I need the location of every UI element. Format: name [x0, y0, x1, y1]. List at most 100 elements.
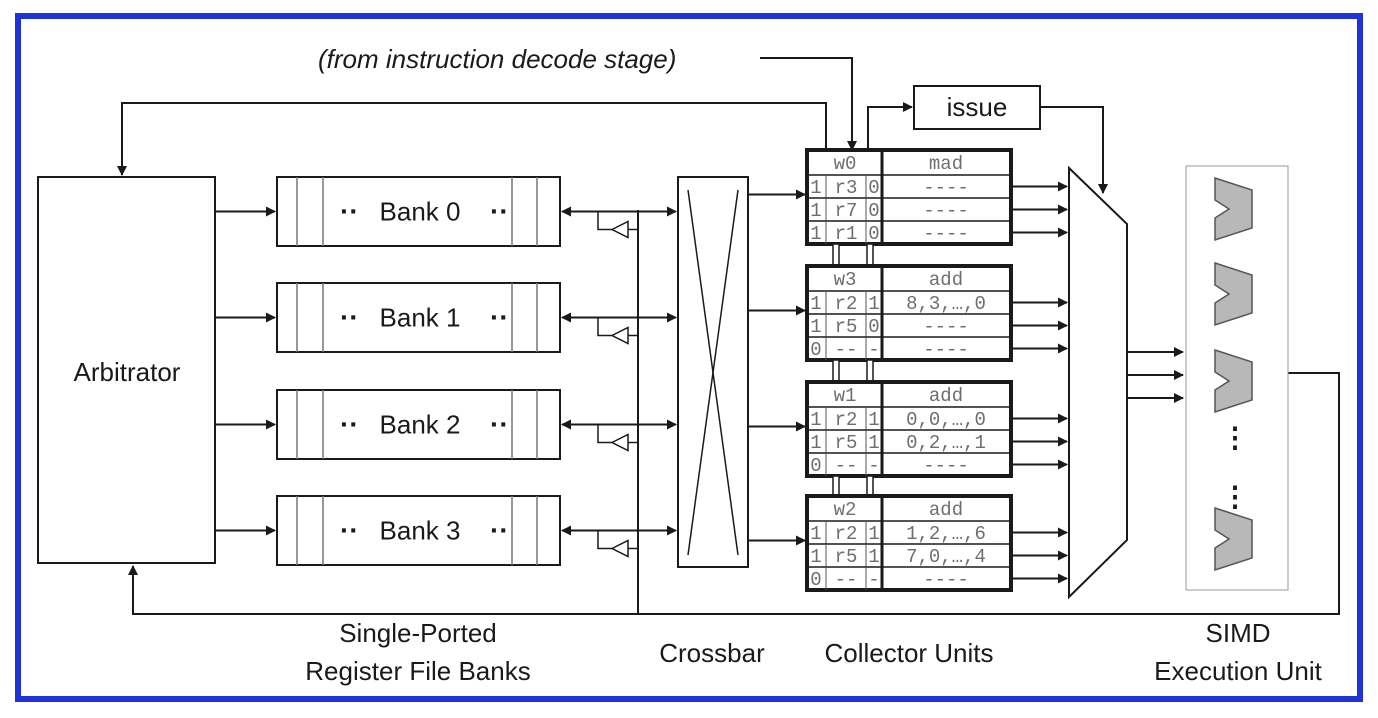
collector-unit-box	[805, 494, 1013, 592]
writeback-tap	[597, 424, 612, 444]
bank-dots-right: ··	[490, 302, 509, 333]
crossbar-caption: Crossbar	[659, 638, 765, 668]
mux-output-arrows	[1127, 347, 1184, 403]
operand-ready: 0	[868, 223, 879, 245]
collector-opcode: add	[929, 269, 963, 291]
writeback-loop	[128, 372, 1340, 615]
bank-dots-right: ··	[490, 515, 509, 546]
operand-valid: 0	[810, 569, 821, 591]
operand-valid: 1	[810, 432, 821, 454]
bank-label: Bank 3	[380, 516, 461, 546]
operand-register: r7	[835, 200, 858, 222]
collector-connector	[866, 359, 874, 383]
writeback-buffer-icon	[610, 539, 629, 558]
writeback-buffer-icon	[610, 220, 629, 239]
simd-ellipsis-2: ⋮	[1221, 481, 1249, 512]
bank-label: Bank 2	[380, 410, 461, 440]
simd-alus	[1214, 176, 1253, 572]
operand-data: 8,3,…,0	[906, 293, 986, 315]
operand-valid: 1	[810, 177, 821, 199]
operand-ready: 0	[868, 200, 879, 222]
bank-box	[276, 389, 561, 460]
crossbar-line-b	[687, 189, 739, 556]
banks-caption-line2: Register File Banks	[305, 656, 530, 686]
operand-valid: 0	[810, 455, 821, 477]
operand-valid: 1	[810, 200, 821, 222]
operand-valid: 1	[810, 293, 821, 315]
collector-warp-id: w0	[834, 153, 857, 175]
operand-data: 0,0,…,0	[906, 409, 986, 431]
operand-ready: 1	[868, 409, 879, 431]
operand-register: r2	[835, 409, 858, 431]
arbitrator-box	[37, 176, 216, 564]
operand-register: r1	[835, 223, 858, 245]
issue-output-arrow	[1040, 106, 1108, 194]
writeback-tap	[597, 530, 612, 550]
bank-1: ·· Bank 1 ··	[215, 282, 677, 353]
operand-valid: 0	[810, 339, 821, 361]
operand-data: ----	[923, 569, 969, 591]
operand-ready: -	[868, 455, 879, 477]
bank-dots-right: ··	[490, 196, 509, 227]
operand-register: --	[835, 569, 858, 591]
collector-connector	[832, 243, 840, 267]
bank-2: ··Bank 2··	[215, 389, 677, 460]
writeback-buffer-icon	[610, 326, 629, 345]
operand-register: r2	[835, 293, 858, 315]
alu-icon-2	[1214, 348, 1253, 414]
operand-data: ----	[923, 200, 969, 222]
arbitrator-feedback-top	[117, 102, 827, 176]
collector-warp-id: w3	[834, 269, 857, 291]
bank-label: Bank 0	[380, 197, 461, 227]
operand-ready: 1	[868, 293, 879, 315]
collector-unit-box	[805, 264, 1013, 362]
outer-frame	[15, 13, 1363, 702]
operand-valid: 1	[810, 316, 821, 338]
bank-dots-left: ··	[340, 302, 359, 333]
simd-caption-line2: Execution Unit	[1154, 656, 1322, 686]
collector-connector	[866, 243, 874, 267]
alu-icon-1	[1214, 261, 1253, 327]
operand-register: r3	[835, 177, 858, 199]
collector-warp-id: w1	[834, 385, 857, 407]
collector-unit-box	[805, 380, 1013, 478]
simd-caption-line1: SIMD	[1206, 618, 1271, 648]
operand-ready: 1	[868, 523, 879, 545]
writeback-tap	[597, 317, 612, 337]
operand-ready: 0	[868, 177, 879, 199]
collector-warp-id: w2	[834, 499, 857, 521]
operand-data: ----	[923, 177, 969, 199]
operand-ready: 1	[868, 432, 879, 454]
bank-label: Bank 1	[380, 303, 461, 333]
operand-register: --	[835, 339, 858, 361]
operand-data: ----	[923, 455, 969, 477]
collector-unit-box	[805, 148, 1013, 246]
operand-data: 0,2,…,1	[906, 432, 986, 454]
collector-connector	[866, 475, 874, 497]
alu-icon-0	[1214, 176, 1253, 242]
simd-ellipsis-1: ⋮	[1221, 422, 1249, 453]
operand-data: ----	[923, 339, 969, 361]
collectors-caption: Collector Units	[824, 638, 993, 668]
bank-0: ·· Bank 0 ··	[215, 176, 677, 247]
bank-box	[276, 495, 561, 566]
operand-data: ----	[923, 316, 969, 338]
banks-caption-line1: Single-Ported	[339, 618, 497, 648]
operand-data: 7,0,…,4	[906, 546, 986, 568]
bank-dots-left: ··	[340, 196, 359, 227]
operand-register: r5	[835, 316, 858, 338]
operand-data: 1,2,…,6	[906, 523, 986, 545]
operand-ready: 0	[868, 316, 879, 338]
collector-connector	[832, 475, 840, 497]
bank-dots-right: ··	[490, 409, 509, 440]
register-banks: ··Bank 0····Bank 1····Bank 2····Bank 3··	[215, 176, 677, 566]
operand-valid: 1	[810, 223, 821, 245]
alu-icon-3	[1214, 506, 1253, 572]
arbitrator-label: Arbitrator	[74, 357, 181, 387]
